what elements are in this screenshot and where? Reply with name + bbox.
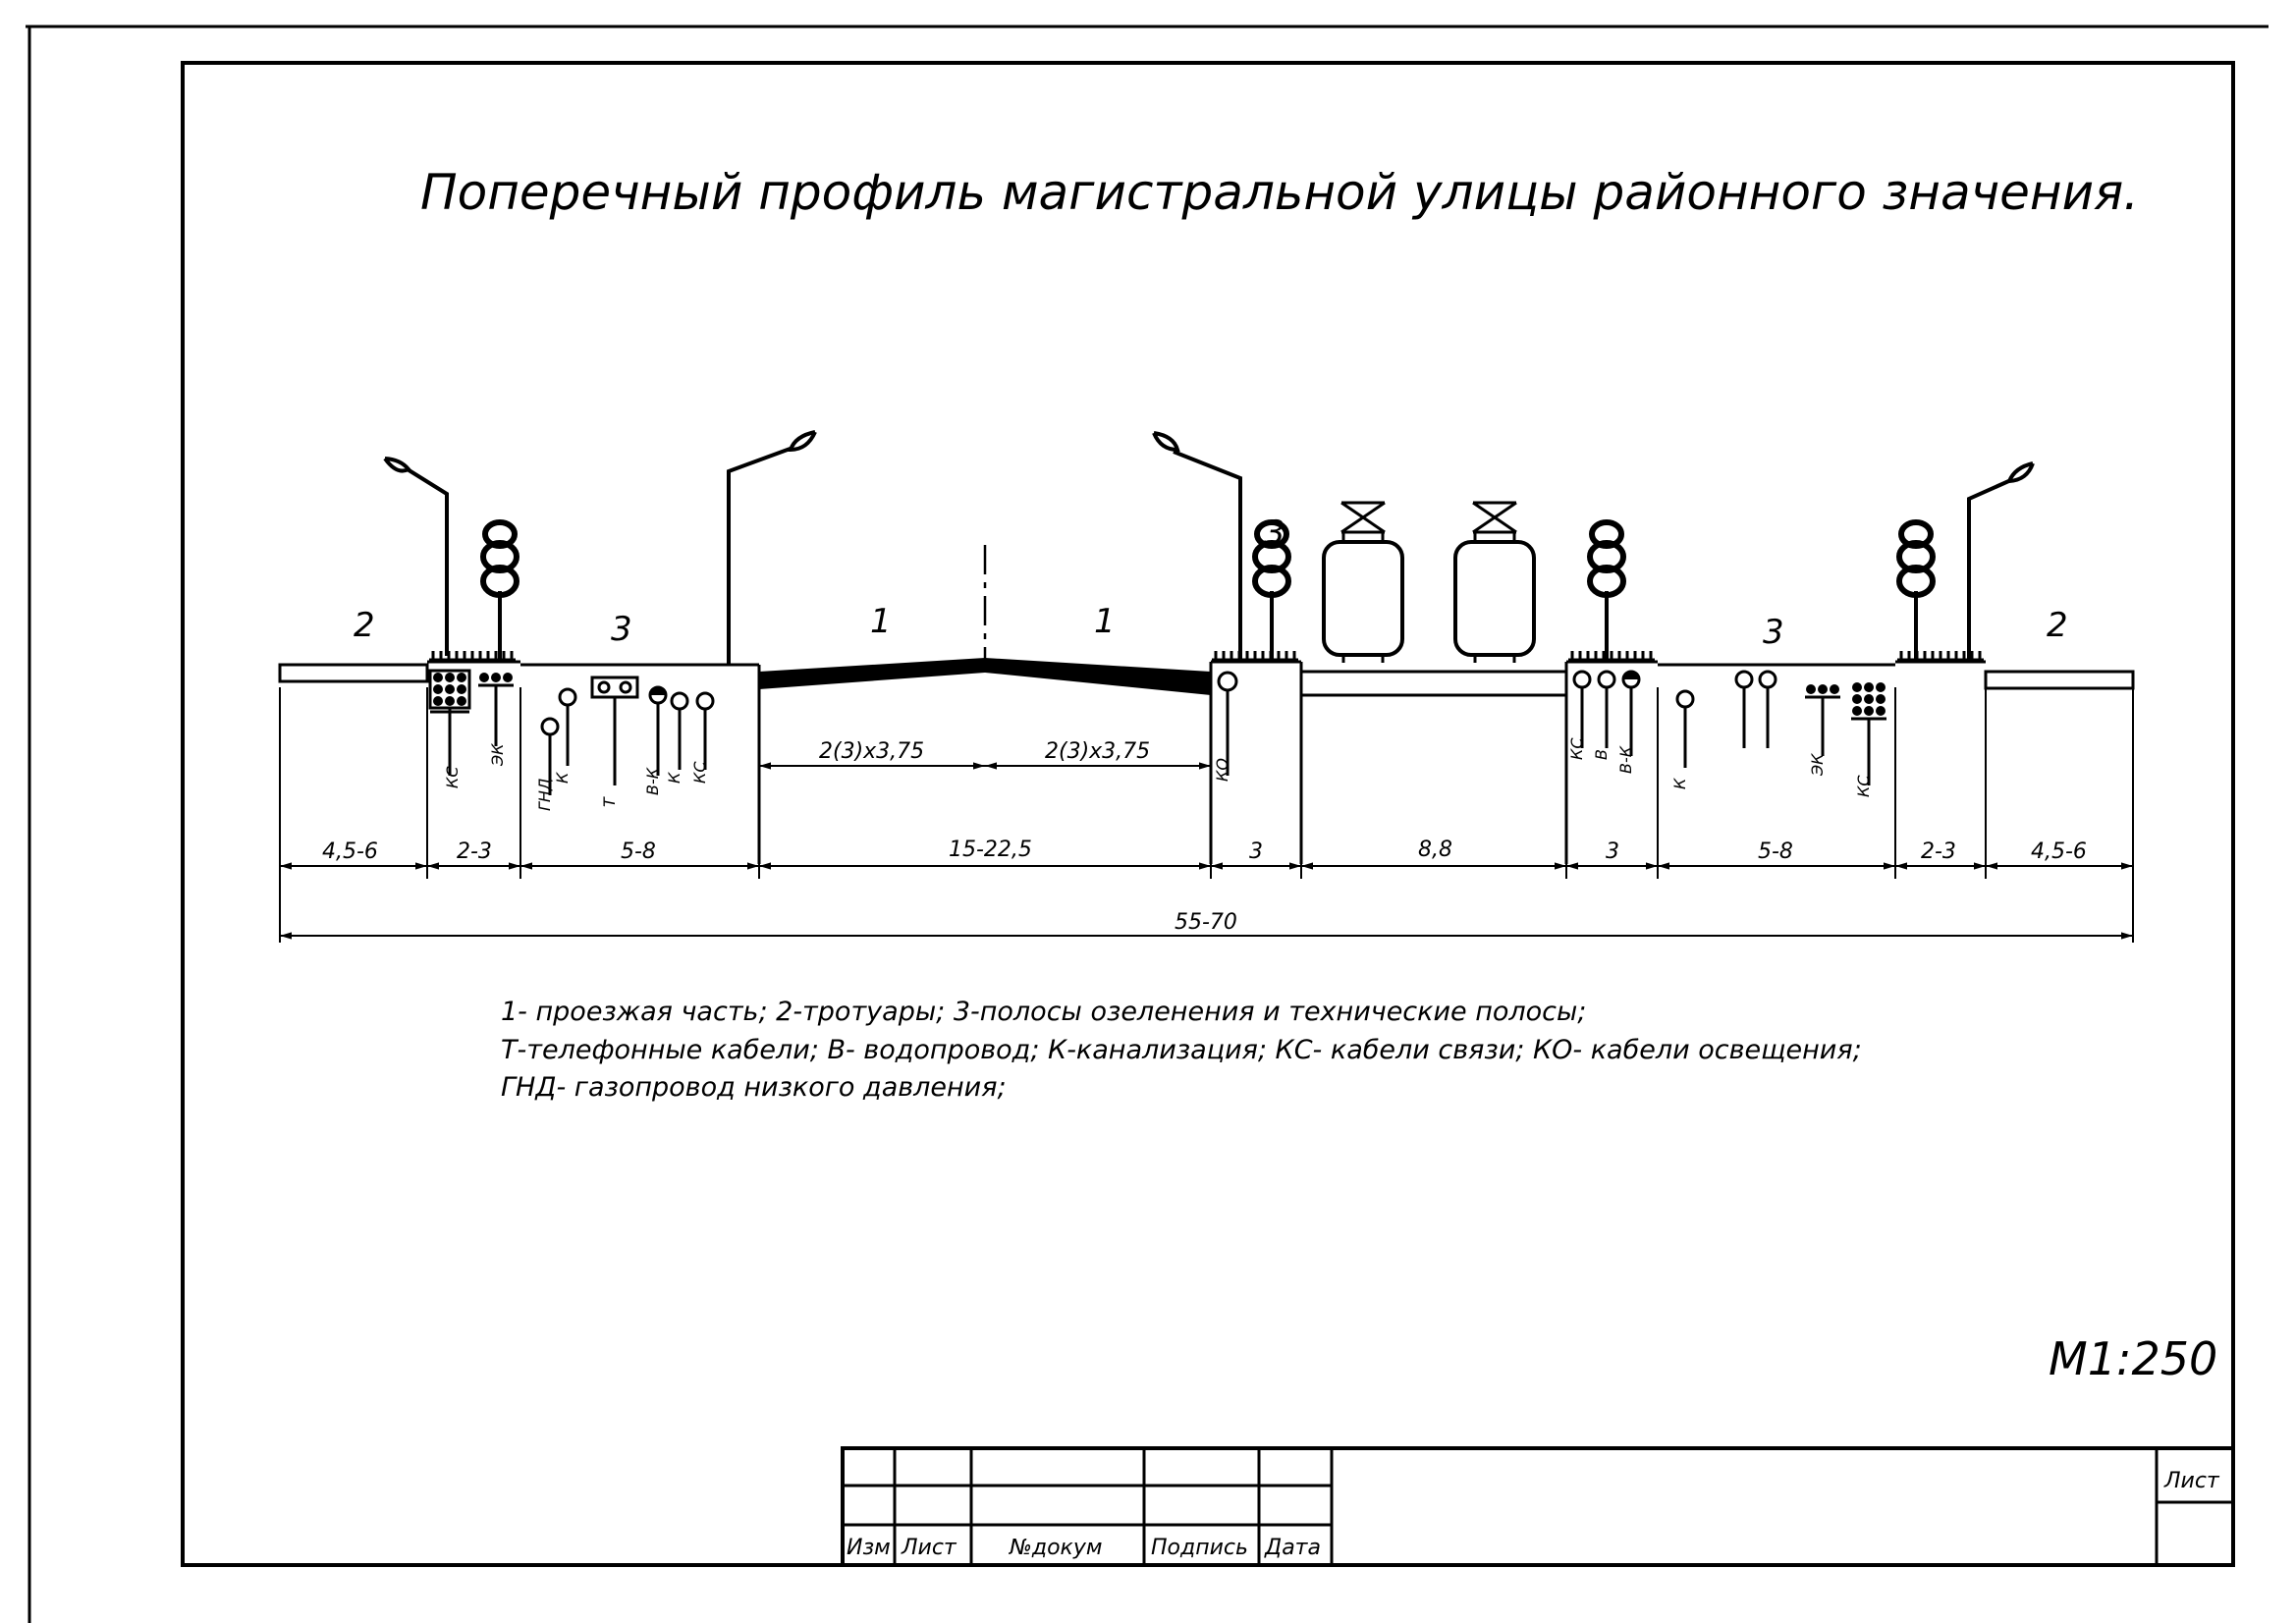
pipe-extra-2 bbox=[1758, 670, 1777, 750]
legend-line: 1- проезжая часть; 2-тротуары; 3-полосы … bbox=[501, 997, 1586, 1027]
tram-track-bed bbox=[1299, 670, 1568, 697]
util-label-ks-right: КС bbox=[1567, 737, 1586, 760]
grass-strip-right-2 bbox=[1895, 649, 1986, 662]
tree-icon bbox=[1899, 522, 1933, 660]
zone-label-green-right: 3 bbox=[1763, 613, 1784, 652]
dim-label: 5-8 bbox=[621, 839, 656, 864]
dim-label: 15-22,5 bbox=[949, 838, 1032, 862]
title-block: Изм Лист №докум Подпись Дата Лист bbox=[841, 1446, 2235, 1567]
util-label-ks-left: КС bbox=[443, 766, 462, 788]
pipe-ks-left2 bbox=[695, 691, 715, 772]
sidewalk-right bbox=[1984, 670, 2135, 690]
stamp-podpis: Подпись bbox=[1151, 1536, 1248, 1560]
phone-duct-t bbox=[590, 676, 639, 785]
util-label-ks-left2: КС bbox=[690, 761, 709, 784]
zone-label-road-right: 1 bbox=[1094, 602, 1116, 641]
street-lamp-right-2 bbox=[1967, 461, 2035, 660]
stamp-dokum: №докум bbox=[1009, 1536, 1102, 1560]
lane-dim-left: 2(3)x3,75 bbox=[819, 739, 924, 764]
util-label-vk-right: В-К bbox=[1616, 745, 1635, 774]
sheet-border bbox=[26, 25, 2269, 1623]
sidewalk-left bbox=[278, 663, 429, 683]
grass-strip-left bbox=[427, 649, 518, 662]
util-label-k-left: К bbox=[553, 772, 572, 784]
pipe-extra-1 bbox=[1734, 670, 1754, 750]
stamp-data: Дата bbox=[1264, 1536, 1321, 1560]
pipe-vk-left bbox=[648, 685, 668, 776]
tree-icon bbox=[483, 522, 517, 660]
stamp-izm: Изм bbox=[847, 1536, 891, 1560]
street-lamp-right-1 bbox=[1152, 431, 1242, 660]
zone-label-green-left: 3 bbox=[611, 610, 632, 649]
util-label-ek-left: ЭК bbox=[488, 743, 507, 767]
util-label-t: Т bbox=[600, 796, 619, 807]
roadway bbox=[759, 658, 1211, 695]
dim-label: 5-8 bbox=[1758, 839, 1793, 864]
pipe-vk-right bbox=[1621, 670, 1641, 756]
street-profile: 2 3 1 1 3 3 2 2(3)x3,75 2(3)x3,75 КС ЭК … bbox=[278, 430, 2135, 943]
tram-car-icon bbox=[1322, 501, 1404, 665]
util-label-v-right: В bbox=[1592, 749, 1611, 760]
pipe-k-right bbox=[1675, 689, 1695, 770]
dim-label: 2-3 bbox=[457, 839, 492, 864]
dimension-chain: 4,5-6 2-3 5-8 15-22,5 3 8,8 3 5-8 2-3 4,… bbox=[279, 687, 2134, 943]
pipe-ks-right bbox=[1572, 670, 1592, 750]
cable-ko bbox=[1217, 671, 1238, 776]
cable-bundle-ks-left bbox=[428, 669, 471, 776]
tram-car-icon bbox=[1453, 501, 1536, 665]
util-label-ko: КО bbox=[1213, 758, 1231, 782]
util-label-k-right: К bbox=[1670, 778, 1689, 789]
cable-bundle-ek-left bbox=[478, 673, 514, 746]
cable-bundle-ek-right bbox=[1805, 684, 1840, 756]
dim-label: 4,5-6 bbox=[2031, 839, 2087, 864]
zone-label-road-left: 1 bbox=[870, 602, 892, 641]
dim-label: 3 bbox=[1249, 839, 1263, 864]
dim-label: 8,8 bbox=[1418, 838, 1452, 862]
pipe-k-left2 bbox=[670, 691, 689, 772]
util-label-ek-right: ЭК bbox=[1808, 753, 1827, 777]
legend-line: ГНД- газопровод низкого давления; bbox=[501, 1072, 1007, 1103]
util-label-ks-right2: КС bbox=[1854, 775, 1873, 797]
util-label-k-left2: К bbox=[665, 772, 683, 784]
total-dim-label: 55-70 bbox=[1175, 910, 1237, 935]
dim-label: 4,5-6 bbox=[322, 839, 378, 864]
dim-label: 3 bbox=[1606, 839, 1619, 864]
street-lamp-left-1 bbox=[383, 457, 449, 656]
util-label-gnd: ГНД bbox=[535, 779, 554, 811]
pipe-v-right bbox=[1597, 670, 1616, 750]
tree-icon bbox=[1590, 522, 1623, 660]
legend-line: Т-телефонные кабели; В- водопровод; К-ка… bbox=[501, 1035, 1862, 1065]
dim-label: 2-3 bbox=[1921, 839, 1956, 864]
util-label-vk-left: В-К bbox=[643, 767, 662, 795]
lane-dim-right: 2(3)x3,75 bbox=[1045, 739, 1150, 764]
street-lamp-left-2 bbox=[727, 430, 817, 665]
cable-bundle-ks-right bbox=[1851, 682, 1886, 785]
stamp-list: Лист bbox=[901, 1536, 957, 1560]
grass-strip-right-1 bbox=[1566, 649, 1657, 662]
grass-strip-center bbox=[1210, 649, 1300, 662]
stamp-sheet-label: Лист bbox=[2163, 1469, 2220, 1493]
pipe-k-left bbox=[558, 687, 577, 768]
scale-label: М1:250 bbox=[2049, 1332, 2217, 1385]
legend: 1- проезжая часть; 2-тротуары; 3-полосы … bbox=[501, 997, 1862, 1103]
zone-label-sidewalk-right: 2 bbox=[2047, 606, 2068, 645]
drawing-title: Поперечный профиль магистральной улицы р… bbox=[420, 164, 2139, 221]
zone-label-green-tram: 3 bbox=[1264, 514, 1285, 553]
zone-label-sidewalk-left: 2 bbox=[354, 606, 375, 645]
